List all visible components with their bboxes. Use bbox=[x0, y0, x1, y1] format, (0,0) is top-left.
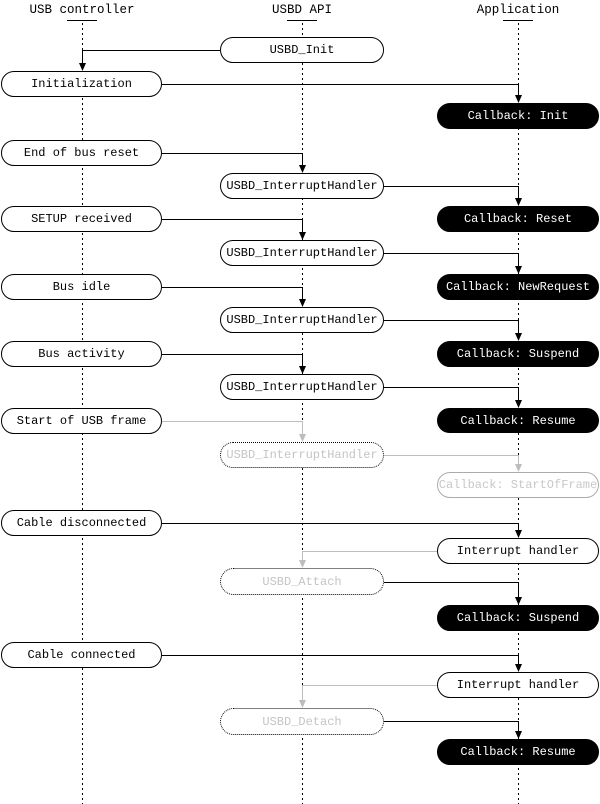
node-label-end-of-bus-reset: End of bus reset bbox=[23, 146, 140, 160]
node-callback-suspend-1: Callback: Suspend bbox=[437, 341, 599, 367]
edge-usbd-attach-to-callback-suspend-2 bbox=[384, 582, 519, 599]
node-interrupt-handler-ghost: USBD_InterruptHandler bbox=[220, 442, 384, 468]
node-label-callback-reset: Callback: Reset bbox=[463, 212, 573, 226]
node-bus-idle: Bus idle bbox=[1, 274, 162, 300]
arrowhead-handler-3-to-callback-suspend-1 bbox=[515, 333, 522, 341]
edge-bus-idle-to-handler-3 bbox=[162, 287, 303, 301]
node-interrupt-handler-3: USBD_InterruptHandler bbox=[220, 307, 384, 333]
node-label-callback-resume-1: Callback: Resume bbox=[460, 413, 576, 428]
usb-controller-header: USB controller bbox=[29, 3, 135, 17]
edge-cable-disconnected-to-int-handler-1 bbox=[162, 523, 519, 532]
node-usbd-init: USBD_Init bbox=[220, 37, 384, 63]
node-cable-disconnected: Cable disconnected bbox=[1, 510, 162, 536]
edge-cable-connected-to-int-handler-2 bbox=[162, 655, 519, 666]
arrowhead-cable-disconnected-to-int-handler-1 bbox=[515, 530, 522, 538]
node-usbd-detach: USBD_Detach bbox=[220, 708, 384, 735]
node-interrupt-handler-app-2: Interrupt handler bbox=[437, 672, 599, 698]
edge-usbd-init-to-initialization bbox=[82, 50, 220, 65]
arrowhead-int-handler-1-to-usbd-attach bbox=[299, 560, 306, 568]
edge-usbd-detach-to-callback-resume-2 bbox=[384, 721, 519, 733]
node-label-callback-init: Callback: Init bbox=[467, 109, 569, 123]
node-label-interrupt-handler-1: USBD_InterruptHandler bbox=[226, 179, 378, 193]
arrowhead-initialization-to-callback-init bbox=[515, 95, 522, 103]
edge-setup-received-to-handler-2 bbox=[162, 219, 303, 234]
node-callback-newrequest: Callback: NewRequest bbox=[437, 274, 599, 300]
node-callback-reset: Callback: Reset bbox=[437, 206, 599, 232]
edge-end-of-bus-reset-to-handler-1 bbox=[162, 153, 303, 167]
arrowhead-handler-ghost-to-startofframe bbox=[515, 464, 522, 472]
edge-handler-2-to-callback-newrequest bbox=[384, 253, 519, 268]
node-callback-resume-2: Callback: Resume bbox=[437, 739, 599, 765]
edge-handler-ghost-to-startofframe bbox=[384, 455, 519, 466]
node-cable-connected: Cable connected bbox=[1, 642, 162, 668]
node-usbd-attach: USBD_Attach bbox=[220, 568, 384, 595]
node-label-interrupt-handler-4: USBD_InterruptHandler bbox=[226, 380, 378, 394]
node-label-callback-newrequest: Callback: NewRequest bbox=[445, 280, 591, 294]
arrowhead-bus-activity-to-handler-4 bbox=[299, 366, 306, 374]
node-label-bus-activity: Bus activity bbox=[38, 347, 125, 361]
edge-handler-3-to-callback-suspend-1 bbox=[384, 320, 519, 335]
node-label-usbd-detach: USBD_Detach bbox=[262, 714, 342, 729]
arrowhead-handler-1-to-callback-reset bbox=[515, 198, 522, 206]
node-label-interrupt-handler-ghost: USBD_InterruptHandler bbox=[226, 448, 378, 462]
arrowhead-start-of-frame-to-handler-ghost bbox=[299, 434, 306, 442]
node-label-bus-idle: Bus idle bbox=[52, 280, 111, 294]
arrowhead-int-handler-2-to-usbd-detach bbox=[299, 700, 306, 708]
arrowhead-handler-2-to-callback-newrequest bbox=[515, 266, 522, 274]
node-label-interrupt-handler-3: USBD_InterruptHandler bbox=[226, 313, 378, 327]
edge-handler-4-to-callback-resume-1 bbox=[384, 387, 519, 402]
node-interrupt-handler-app-1: Interrupt handler bbox=[437, 538, 599, 564]
node-label-callback-suspend-2: Callback: Suspend bbox=[456, 611, 580, 625]
node-start-of-usb-frame: Start of USB frame bbox=[1, 408, 162, 434]
node-interrupt-handler-2: USBD_InterruptHandler bbox=[220, 240, 384, 266]
node-callback-suspend-2: Callback: Suspend bbox=[437, 605, 599, 631]
node-label-interrupt-handler-app-1: Interrupt handler bbox=[456, 544, 580, 558]
node-label-cable-connected: Cable connected bbox=[27, 648, 136, 662]
arrowhead-cable-connected-to-int-handler-2 bbox=[515, 664, 522, 672]
edge-initialization-to-callback-init bbox=[162, 84, 519, 97]
arrowhead-setup-received-to-handler-2 bbox=[299, 232, 306, 240]
application-header: Application bbox=[476, 3, 560, 17]
node-initialization: Initialization bbox=[1, 71, 162, 97]
node-end-of-bus-reset: End of bus reset bbox=[1, 140, 162, 166]
arrowhead-handler-4-to-callback-resume-1 bbox=[515, 400, 522, 408]
node-bus-activity: Bus activity bbox=[1, 341, 162, 367]
node-interrupt-handler-1: USBD_InterruptHandler bbox=[220, 173, 384, 199]
node-label-callback-startofframe: Callback: StartOfFrame bbox=[438, 478, 598, 492]
node-setup-received: SETUP received bbox=[1, 206, 162, 232]
node-label-callback-resume-2: Callback: Resume bbox=[460, 745, 576, 759]
node-interrupt-handler-4: USBD_InterruptHandler bbox=[220, 374, 384, 400]
node-label-interrupt-handler-2: USBD_InterruptHandler bbox=[226, 246, 378, 260]
node-callback-init: Callback: Init bbox=[437, 103, 599, 129]
node-label-initialization: Initialization bbox=[31, 77, 132, 91]
arrowhead-bus-idle-to-handler-3 bbox=[299, 299, 306, 307]
edge-int-handler-1-to-usbd-attach bbox=[302, 551, 437, 562]
node-callback-resume-1: Callback: Resume bbox=[437, 408, 599, 433]
edge-int-handler-2-to-usbd-detach bbox=[302, 685, 437, 702]
edge-start-of-frame-to-handler-ghost bbox=[162, 421, 303, 436]
node-label-usbd-attach: USBD_Attach bbox=[262, 574, 342, 589]
node-callback-startofframe: Callback: StartOfFrame bbox=[437, 472, 599, 498]
node-label-interrupt-handler-app-2: Interrupt handler bbox=[456, 678, 580, 692]
node-label-setup-received: SETUP received bbox=[31, 212, 132, 226]
node-label-start-of-usb-frame: Start of USB frame bbox=[16, 414, 147, 428]
edge-handler-1-to-callback-reset bbox=[384, 186, 519, 200]
arrowhead-end-of-bus-reset-to-handler-1 bbox=[299, 165, 306, 173]
node-label-usbd-init: USBD_Init bbox=[269, 43, 335, 57]
usbd-api-header: USBD API bbox=[271, 3, 333, 17]
arrowhead-usbd-attach-to-callback-suspend-2 bbox=[515, 597, 522, 605]
arrowhead-usbd-detach-to-callback-resume-2 bbox=[515, 731, 522, 739]
edge-bus-activity-to-handler-4 bbox=[162, 354, 303, 368]
node-label-callback-suspend-1: Callback: Suspend bbox=[456, 347, 580, 361]
node-label-cable-disconnected: Cable disconnected bbox=[16, 516, 147, 530]
arrowhead-usbd-init-to-initialization bbox=[79, 63, 86, 71]
